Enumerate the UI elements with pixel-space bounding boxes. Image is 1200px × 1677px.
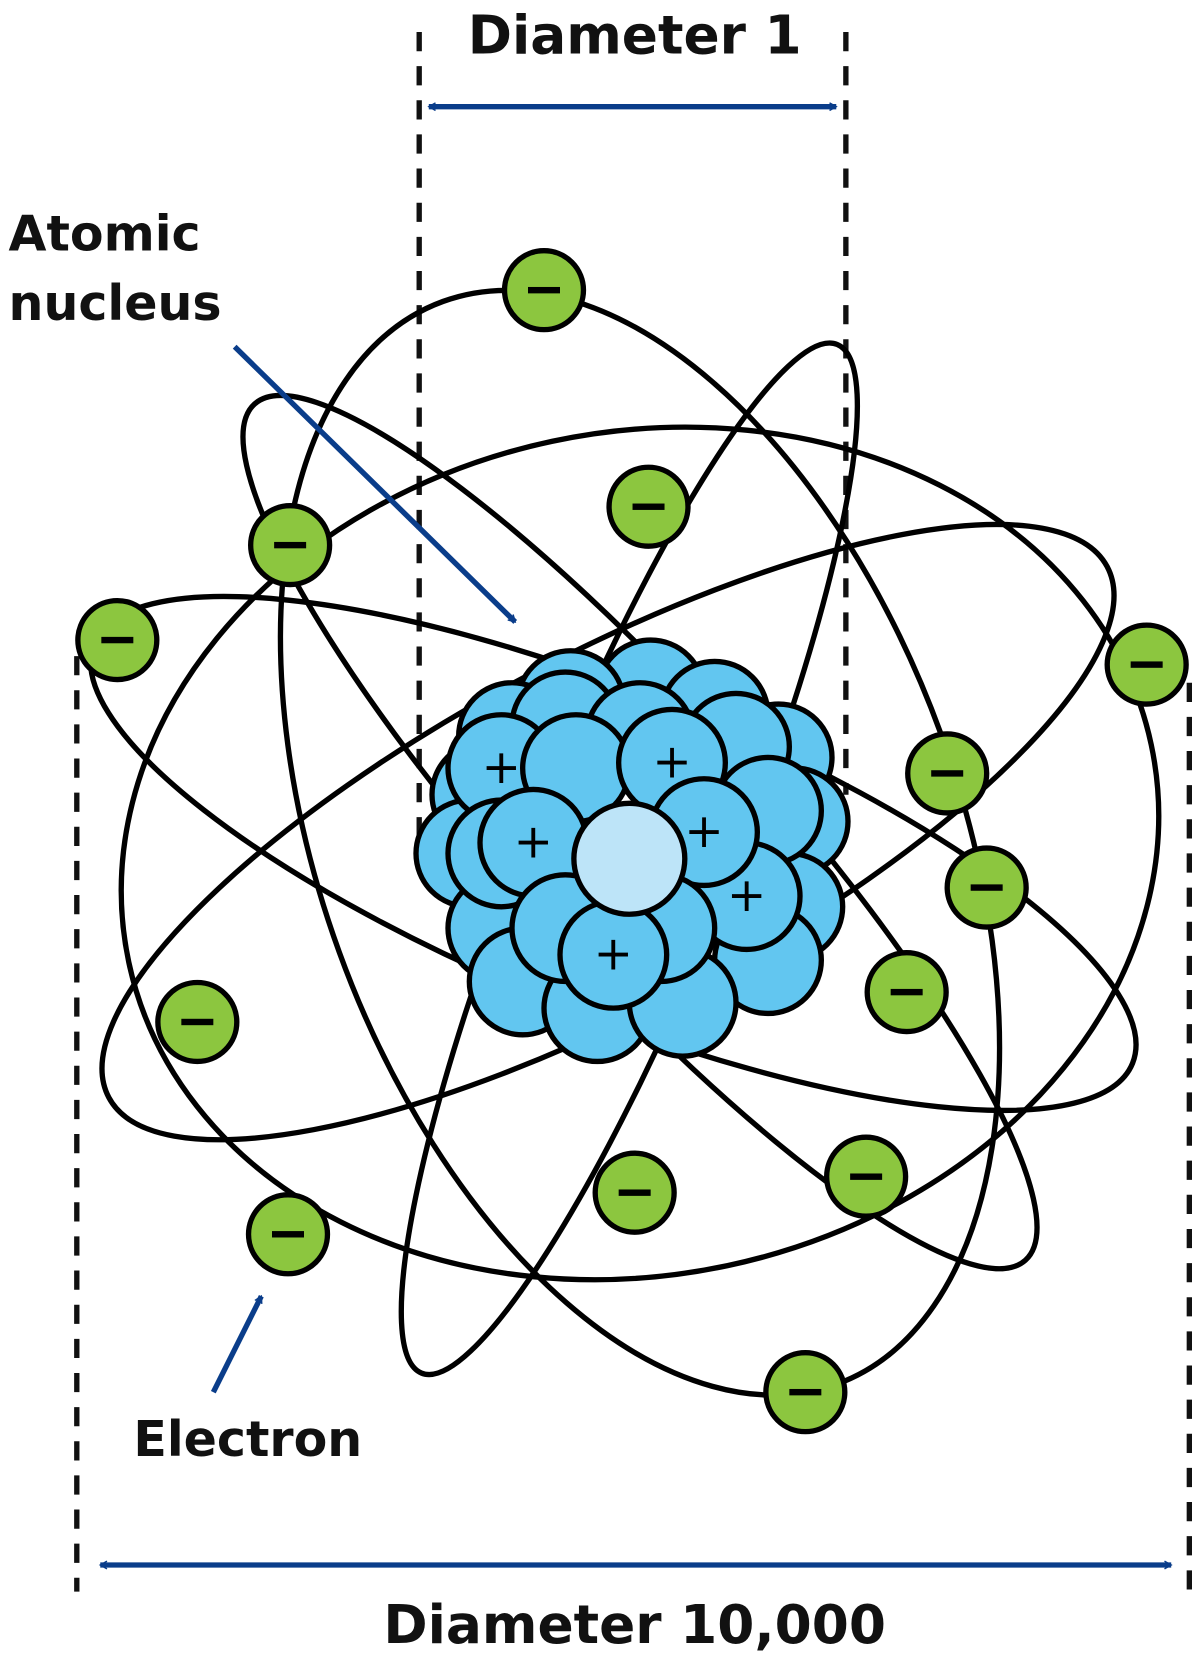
minus-icon (931, 770, 964, 777)
proton-plus-sign: + (594, 927, 633, 982)
minus-icon (618, 1189, 651, 1196)
electron-pointer-arrow (210, 1294, 264, 1394)
nucleus-label-line1: Atomic (9, 205, 201, 263)
orbit (118, 424, 1162, 1283)
atomic-nucleus: ++++++ (413, 637, 851, 1065)
minus-icon (789, 1388, 822, 1396)
minus-icon (101, 636, 134, 644)
electron (824, 1134, 909, 1219)
nucleus-pointer-arrow (232, 344, 518, 624)
electron (944, 845, 1029, 930)
electron (248, 502, 333, 588)
minus-icon (274, 541, 307, 549)
minus-icon (890, 988, 923, 996)
minus-icon (632, 503, 665, 510)
electron (763, 1350, 848, 1435)
nucleus-label-line2: nucleus (9, 274, 222, 332)
electron (905, 731, 990, 816)
electron (501, 248, 587, 333)
minus-icon (528, 286, 560, 294)
minus-icon (1130, 661, 1163, 668)
electron (606, 464, 691, 549)
electron (1104, 622, 1189, 707)
electron (155, 979, 240, 1065)
proton-plus-sign: + (514, 815, 553, 870)
minus-icon (272, 1231, 304, 1238)
electrons (75, 248, 1189, 1435)
minus-icon (850, 1173, 883, 1180)
diameter-small-label: Diameter 1 (468, 3, 802, 66)
minus-icon (970, 884, 1003, 891)
diameter-large-label: Diameter 10,000 (383, 1593, 886, 1656)
nucleus-core (571, 800, 688, 917)
electron (245, 1192, 331, 1277)
proton-plus-sign: + (482, 740, 521, 795)
proton-plus-sign: + (684, 804, 723, 859)
arrows (98, 102, 1173, 1570)
electron (592, 1150, 677, 1235)
dashed-guides (74, 32, 1192, 1592)
electron (864, 949, 949, 1035)
electron (75, 597, 160, 683)
minus-icon (181, 1018, 214, 1026)
electron-label: Electron (133, 1410, 362, 1468)
